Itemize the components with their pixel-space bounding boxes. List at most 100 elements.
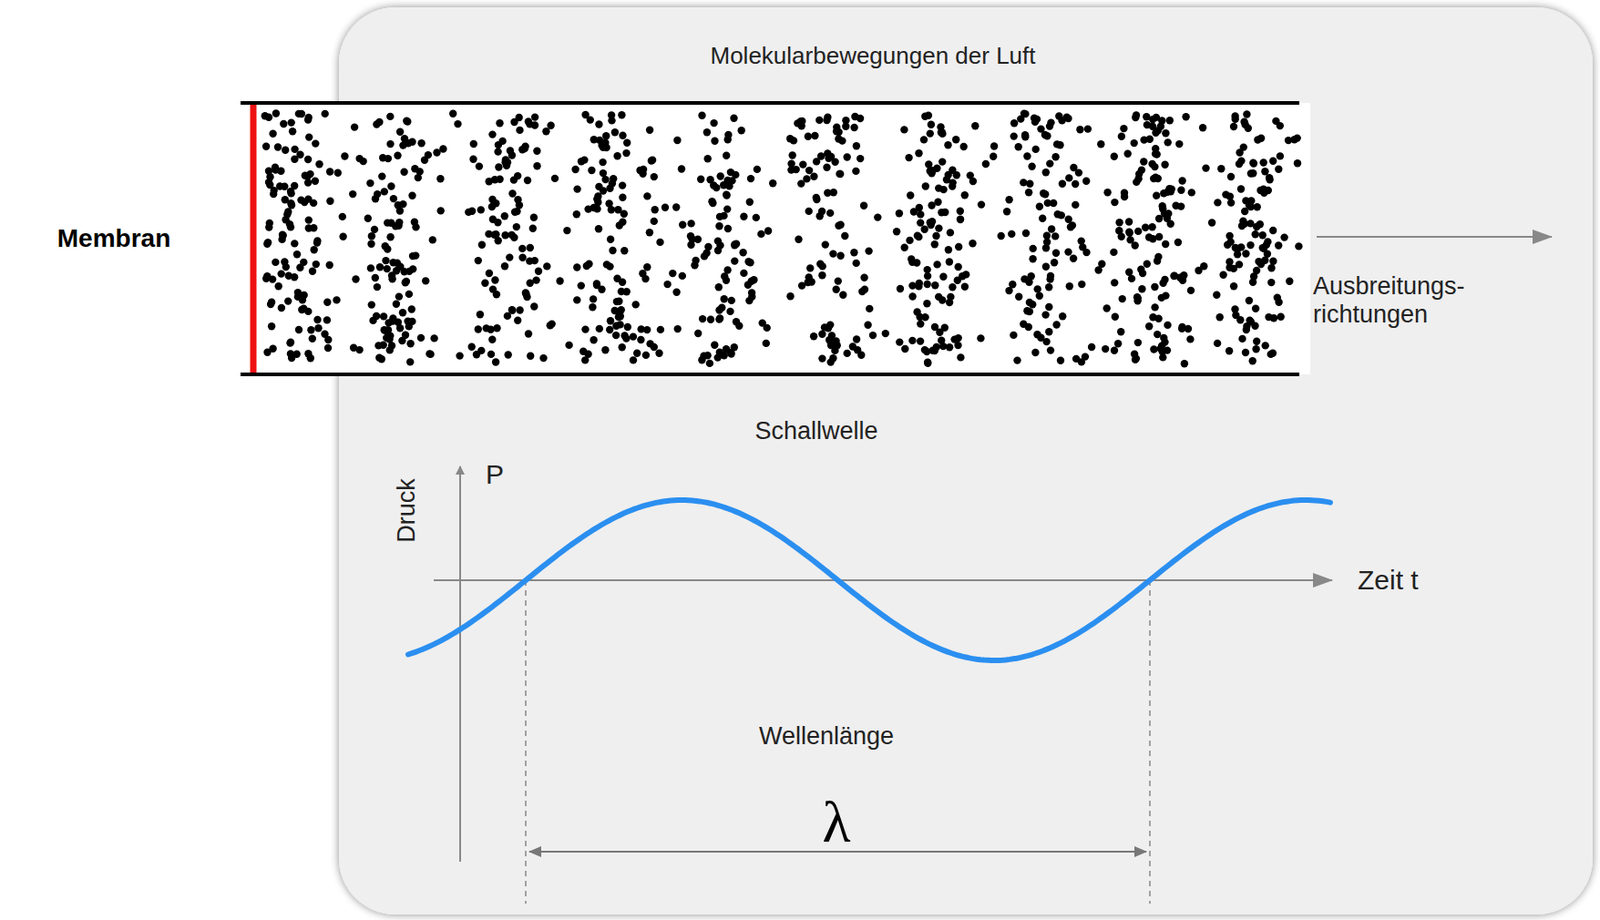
wave-title: Schallwelle	[755, 417, 879, 446]
molecule-dot	[1159, 189, 1168, 197]
molecule-dot	[400, 168, 408, 176]
molecule-dot	[1044, 199, 1052, 207]
molecule-dot	[805, 166, 813, 175]
molecule-dot	[729, 114, 738, 123]
molecule-dot	[1076, 125, 1084, 134]
molecule-dot	[923, 359, 932, 368]
molecule-dot	[324, 336, 332, 344]
molecule-dot	[798, 281, 806, 289]
molecule-dot	[728, 297, 736, 305]
molecule-dot	[424, 151, 432, 159]
molecule-dot	[1219, 271, 1227, 279]
molecule-dot	[1110, 153, 1118, 161]
molecule-dot	[647, 156, 656, 165]
molecule-dot	[1052, 249, 1060, 257]
molecule-dot	[601, 346, 609, 354]
molecule-dot	[748, 277, 756, 286]
molecule-dot	[403, 117, 411, 125]
molecule-dot	[731, 171, 739, 179]
molecule-dot	[908, 292, 916, 300]
molecule-dot	[474, 256, 483, 265]
molecule-dot	[1242, 110, 1251, 118]
molecule-dot	[920, 135, 928, 144]
molecule-dot	[926, 129, 934, 137]
molecule-dot	[1029, 245, 1037, 253]
molecule-dot	[834, 276, 842, 285]
molecule-dot	[1038, 215, 1047, 223]
molecule-dot	[1221, 190, 1230, 198]
molecule-dot	[290, 239, 298, 247]
molecule-dot	[1274, 165, 1283, 174]
molecule-dot	[851, 167, 860, 175]
molecule-dot	[960, 143, 968, 151]
molecule-dot	[262, 143, 270, 151]
molecule-dot	[1188, 188, 1196, 196]
molecule-dot	[850, 248, 858, 257]
molecule-dot	[326, 167, 334, 175]
molecule-dot	[1021, 133, 1029, 141]
molecule-dot	[306, 170, 314, 178]
molecule-dot	[637, 325, 646, 333]
molecule-dot	[421, 276, 430, 285]
molecule-dot	[386, 140, 394, 148]
molecule-dot	[961, 283, 969, 291]
molecule-dot	[531, 112, 539, 121]
molecule-dot	[1227, 173, 1235, 181]
molecule-dot	[1269, 226, 1277, 235]
molecule-dot	[646, 126, 654, 134]
molecule-dot	[697, 112, 706, 120]
molecule-dot	[1028, 300, 1036, 308]
molecule-dot	[1260, 158, 1268, 166]
molecule-dot	[672, 288, 680, 297]
molecule-dot	[597, 286, 606, 294]
molecule-dot	[543, 262, 551, 270]
molecule-dot	[1130, 139, 1139, 147]
molecule-dot	[598, 158, 606, 166]
molecule-dot	[417, 139, 425, 147]
molecule-dot	[650, 173, 658, 181]
molecule-dot	[698, 315, 707, 323]
molecule-dot	[378, 172, 386, 180]
molecule-dot	[1071, 180, 1079, 188]
molecule-dot	[402, 277, 411, 286]
molecule-dot	[921, 225, 929, 234]
molecule-dot	[366, 179, 374, 187]
molecule-dot	[1053, 140, 1061, 148]
molecule-dot	[1150, 163, 1159, 171]
molecule-dot	[305, 133, 313, 141]
molecule-dot	[816, 260, 824, 268]
molecule-dot	[1097, 260, 1106, 268]
molecule-dot	[1169, 272, 1178, 280]
molecule-dot	[715, 315, 723, 323]
molecule-dot	[1042, 338, 1050, 346]
sound-wave	[408, 500, 1331, 661]
molecule-dot	[278, 231, 287, 239]
molecule-dot	[882, 329, 890, 338]
molecule-dot	[904, 153, 913, 162]
molecule-dot	[371, 274, 380, 282]
molecule-dot	[623, 139, 631, 147]
air-molecules	[261, 109, 1303, 368]
molecule-dot	[563, 226, 571, 235]
molecule-dot	[1051, 232, 1059, 240]
molecule-dot	[305, 215, 313, 224]
molecule-dot	[1015, 293, 1023, 301]
molecule-dot	[488, 130, 496, 138]
molecule-dot	[453, 120, 462, 128]
molecule-dot	[1265, 174, 1273, 182]
molecule-dot	[864, 246, 872, 255]
molecule-dot	[551, 174, 559, 183]
molecule-dot	[532, 276, 540, 284]
molecule-dot	[1212, 291, 1221, 299]
molecule-dot	[678, 272, 687, 280]
molecule-dot	[905, 236, 913, 245]
molecule-dot	[573, 210, 581, 218]
molecule-dot	[818, 330, 826, 339]
molecule-dot	[1101, 345, 1109, 353]
molecule-dot	[1267, 264, 1275, 272]
molecule-dot	[968, 239, 976, 247]
molecule-dot	[417, 334, 425, 342]
molecule-dot	[364, 215, 372, 223]
molecule-dot	[1174, 238, 1182, 247]
molecule-dot	[491, 231, 499, 239]
